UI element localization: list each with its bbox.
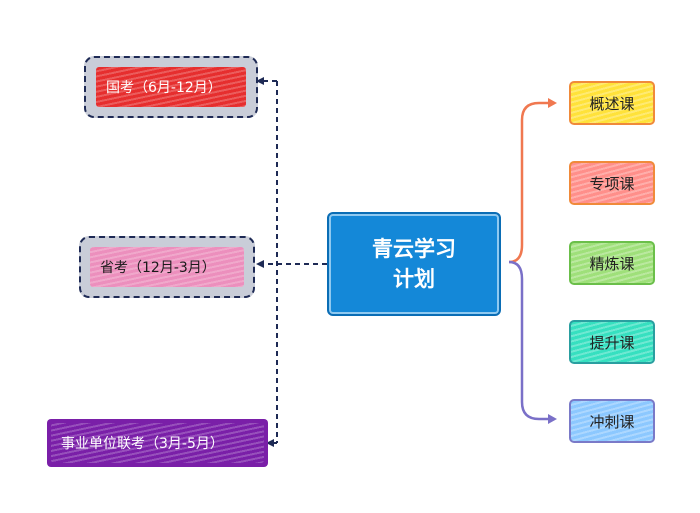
node-national-exam[interactable]: 国考（6月-12月） xyxy=(84,56,258,118)
node-national-exam-label: 国考（6月-12月） xyxy=(106,80,222,96)
node-overview-course-label: 概述课 xyxy=(589,94,635,113)
node-public-institution-exam-fill: 事业单位联考（3月-5月） xyxy=(51,423,264,463)
center-node[interactable]: 青云学习 计划 xyxy=(329,214,499,314)
arrowhead-overview xyxy=(548,98,557,108)
right-bracket xyxy=(508,101,552,421)
node-public-institution-exam-label: 事业单位联考（3月-5月） xyxy=(61,436,224,452)
node-improvement-course-label: 提升课 xyxy=(589,333,635,352)
node-sprint-course[interactable]: 冲刺课 xyxy=(569,399,655,443)
bracket-bottom xyxy=(508,260,552,421)
node-sprint-course-label: 冲刺课 xyxy=(589,412,635,431)
node-special-course[interactable]: 专项课 xyxy=(569,161,655,205)
node-overview-course[interactable]: 概述课 xyxy=(569,81,655,125)
center-title-line2: 计划 xyxy=(393,267,435,291)
bracket-top xyxy=(508,101,552,264)
arrowhead-sprint xyxy=(548,414,557,424)
node-public-institution-exam[interactable]: 事业单位联考（3月-5月） xyxy=(47,419,268,467)
node-provincial-exam-label: 省考（12月-3月） xyxy=(100,260,216,276)
node-provincial-exam-fill: 省考（12月-3月） xyxy=(90,247,244,287)
center-title-line1: 青云学习 xyxy=(372,237,456,261)
arrowhead-public-institution xyxy=(266,439,274,447)
arrowhead-provincial xyxy=(256,260,264,268)
arrowhead-national xyxy=(256,77,264,85)
left-arrowheads xyxy=(256,77,274,447)
node-special-course-label: 专项课 xyxy=(589,174,635,193)
node-provincial-exam[interactable]: 省考（12月-3月） xyxy=(79,236,255,298)
right-arrowheads xyxy=(548,98,557,424)
node-refinement-course[interactable]: 精炼课 xyxy=(569,241,655,285)
node-refinement-course-label: 精炼课 xyxy=(589,254,635,273)
node-improvement-course[interactable]: 提升课 xyxy=(569,320,655,364)
left-connectors xyxy=(262,80,327,444)
node-national-exam-fill: 国考（6月-12月） xyxy=(96,67,246,107)
